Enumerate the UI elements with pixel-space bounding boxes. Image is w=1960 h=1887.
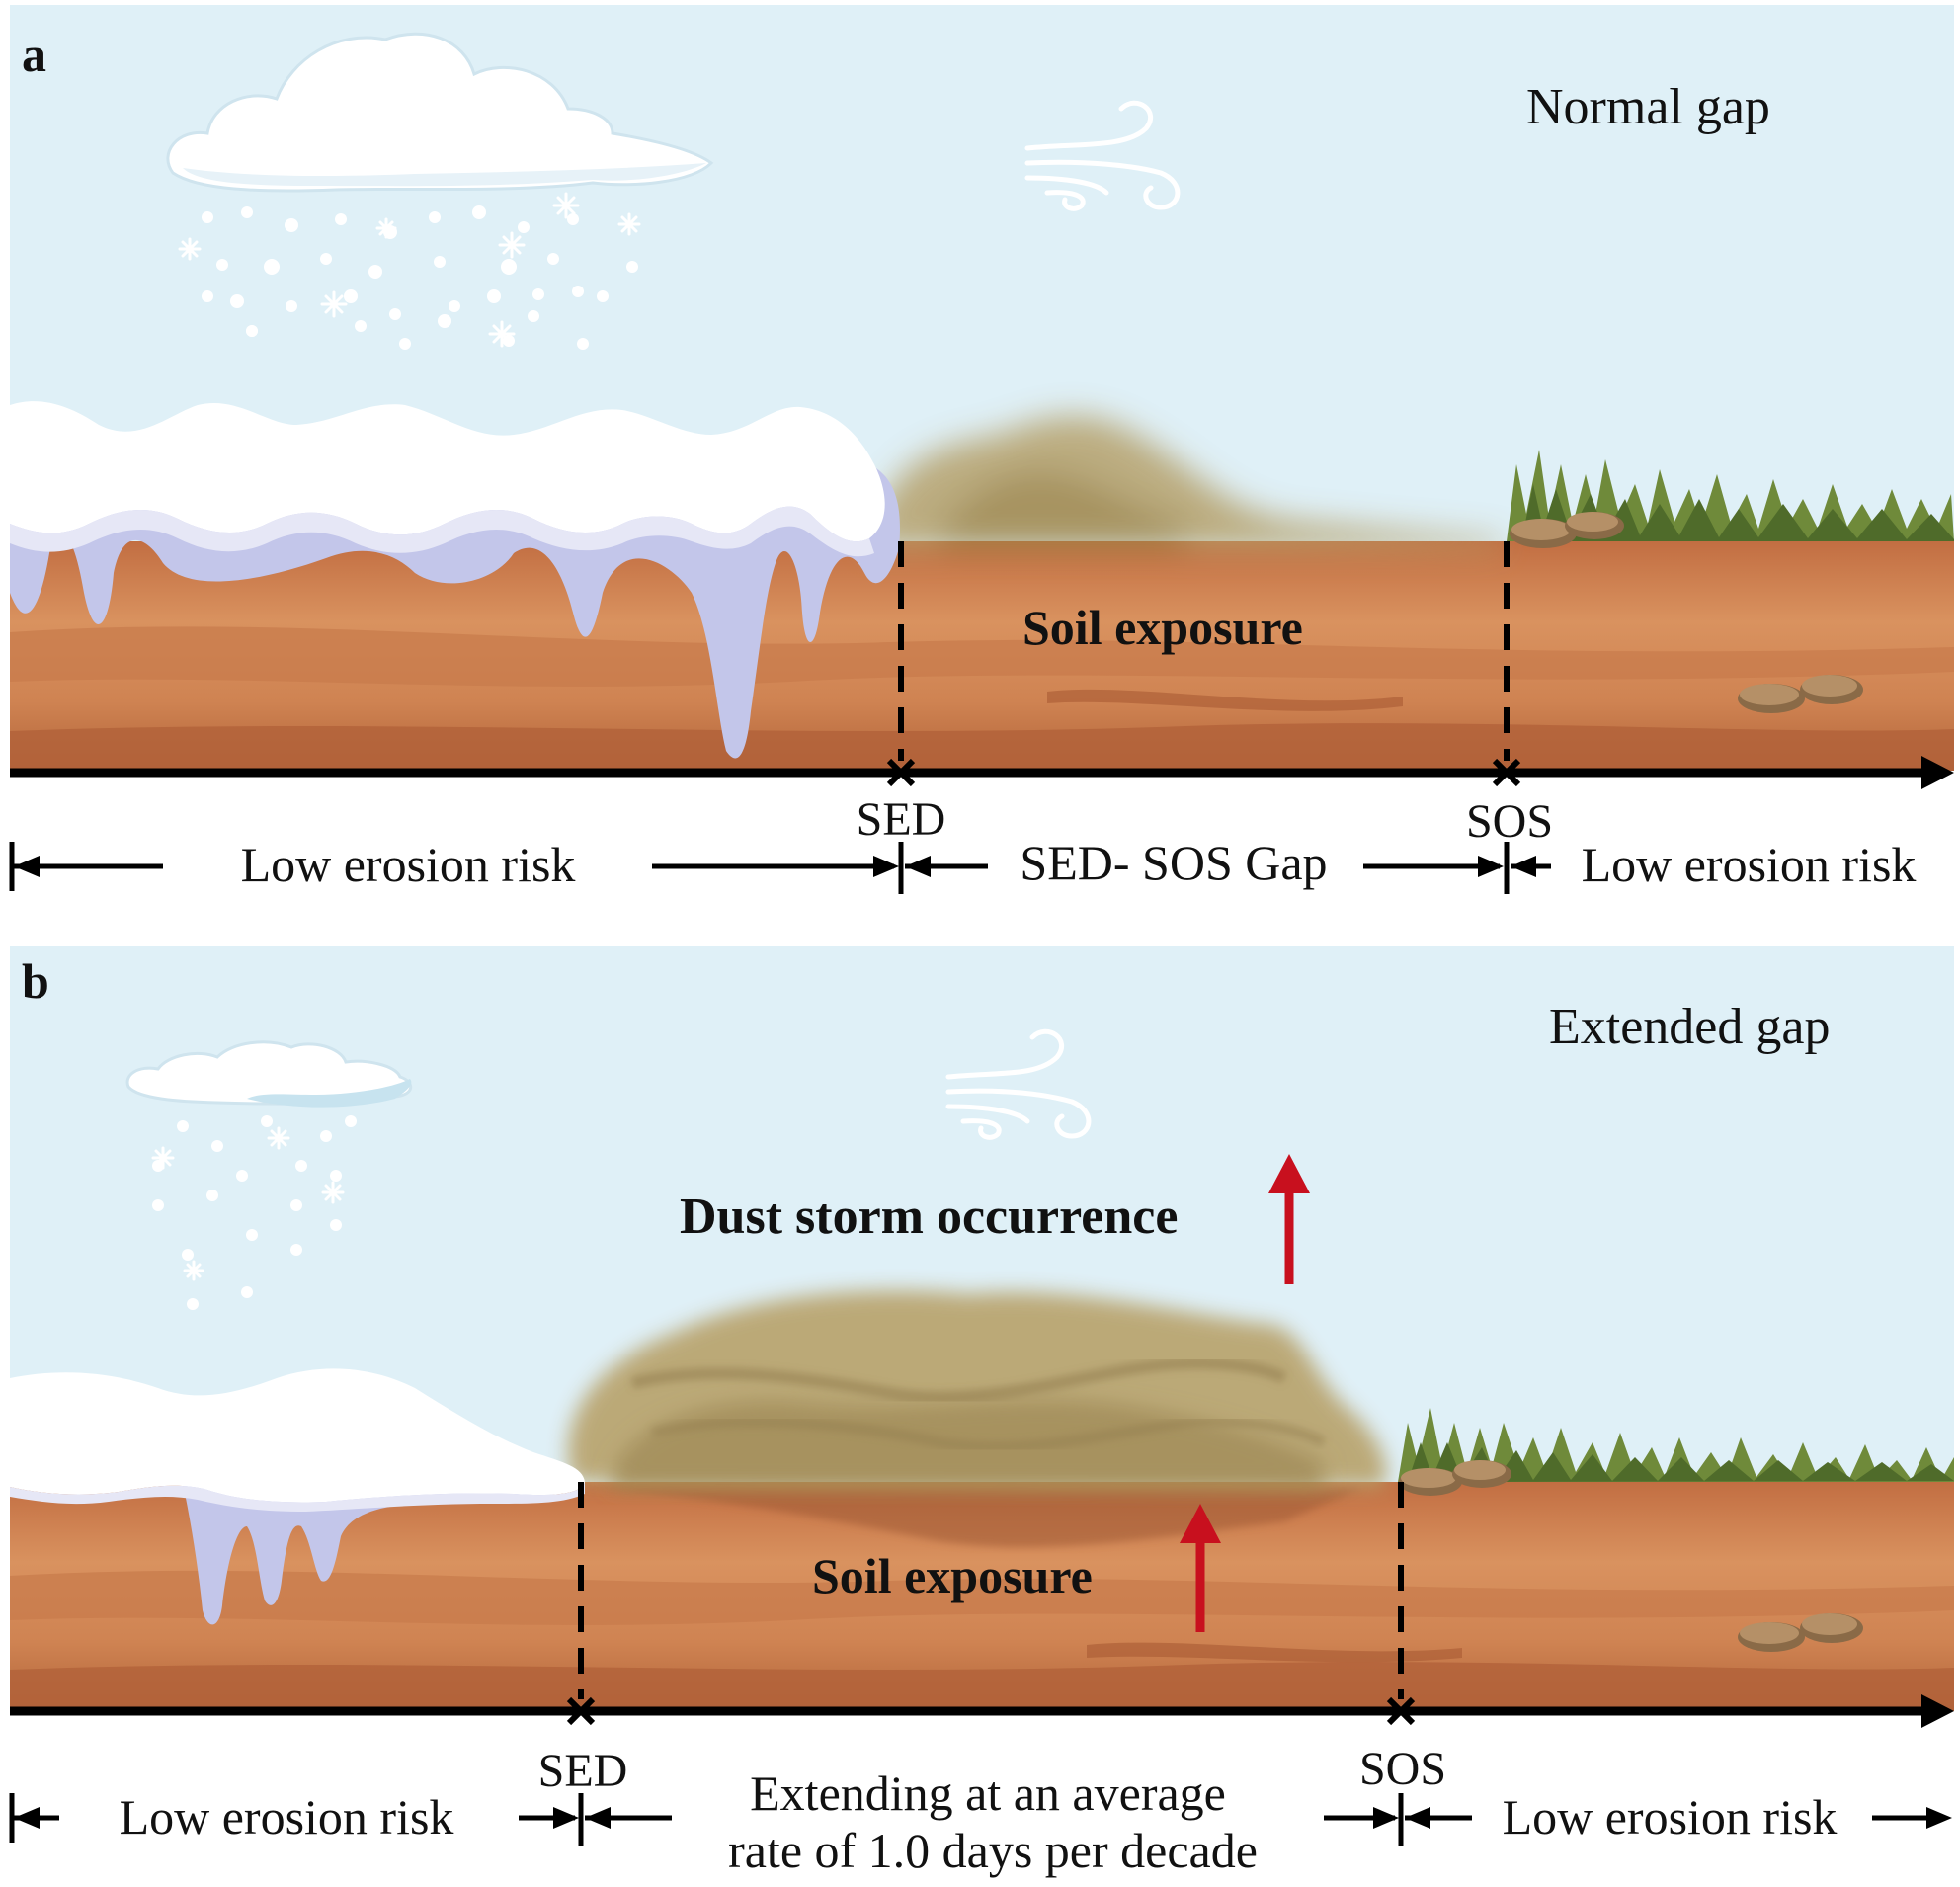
- gap-label-b-line1: Extending at an average: [750, 1765, 1226, 1821]
- sos-label-b: SOS: [1359, 1743, 1446, 1795]
- time-axis-a: [10, 756, 1954, 789]
- dust-cloud-a: [869, 416, 1502, 548]
- sos-label-a: SOS: [1466, 795, 1553, 848]
- snow-cover-b: [10, 1368, 585, 1625]
- low-erosion-risk-left-b: Low erosion risk: [120, 1789, 454, 1845]
- wind-icon-a: [1024, 100, 1181, 211]
- soil-a: [10, 541, 1954, 771]
- snowflakes-a: [178, 192, 641, 350]
- time-axis-b: [10, 1694, 1954, 1728]
- panel-title-a: Normal gap: [1526, 79, 1770, 135]
- panel-title-b: Extended gap: [1549, 999, 1830, 1055]
- period-arrows-b: [9, 1793, 1952, 1846]
- panel-letter-a: a: [22, 27, 46, 82]
- soil-b: [10, 1482, 1954, 1711]
- snow-cloud-b: [125, 1040, 413, 1108]
- soil-exposure-label-b: Soil exposure: [812, 1548, 1093, 1603]
- gap-label-a: SED- SOS Gap: [1020, 835, 1327, 890]
- panel-b: b Extended gap Dust storm occurrence Soi…: [9, 946, 1954, 1878]
- period-arrows-a: [9, 842, 1551, 894]
- snowflakes-b: [151, 1115, 357, 1310]
- panel-letter-b: b: [22, 953, 49, 1009]
- low-erosion-risk-right-a: Low erosion risk: [1582, 837, 1917, 892]
- dust-storm-b: [567, 1290, 1387, 1487]
- dust-storm-label: Dust storm occurrence: [680, 1189, 1178, 1245]
- sed-label-a: SED: [857, 793, 946, 846]
- wind-icon-b: [945, 1028, 1092, 1140]
- soil-increase-arrow: [1180, 1504, 1221, 1632]
- dust-increase-arrow: [1268, 1154, 1310, 1284]
- grass-b: [1398, 1408, 1954, 1482]
- soil-exposure-label-a: Soil exposure: [1022, 600, 1303, 655]
- snow-cloud-a: [166, 32, 714, 193]
- rocks-b: [1399, 1460, 1863, 1652]
- panel-a: a Normal gap Soil exposure SED SOS Low e…: [9, 5, 1954, 894]
- low-erosion-risk-right-b: Low erosion risk: [1503, 1789, 1838, 1845]
- snow-cover-a: [10, 401, 900, 759]
- gap-label-b-line2: rate of 1.0 days per decade: [728, 1823, 1258, 1878]
- rocks-a: [1510, 512, 1863, 713]
- low-erosion-risk-left-a: Low erosion risk: [241, 837, 576, 892]
- sed-label-b: SED: [538, 1745, 628, 1797]
